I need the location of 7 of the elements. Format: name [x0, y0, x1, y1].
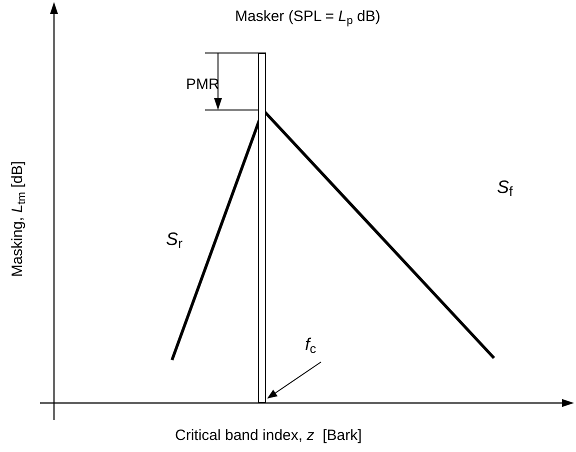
- axis-title: Critical band index, z [Bark]: [175, 426, 362, 446]
- masker-label: Masker (SPL = L$_{p}$ dB): [235, 7, 380, 28]
- slope-label: S$_{f}$: [497, 176, 513, 198]
- slope-label: S$_{r}$: [166, 228, 183, 250]
- dimension-label: PMR: [186, 75, 220, 95]
- frequency-label: f$_{c}$: [305, 334, 316, 356]
- leader-arrow: [267, 362, 322, 399]
